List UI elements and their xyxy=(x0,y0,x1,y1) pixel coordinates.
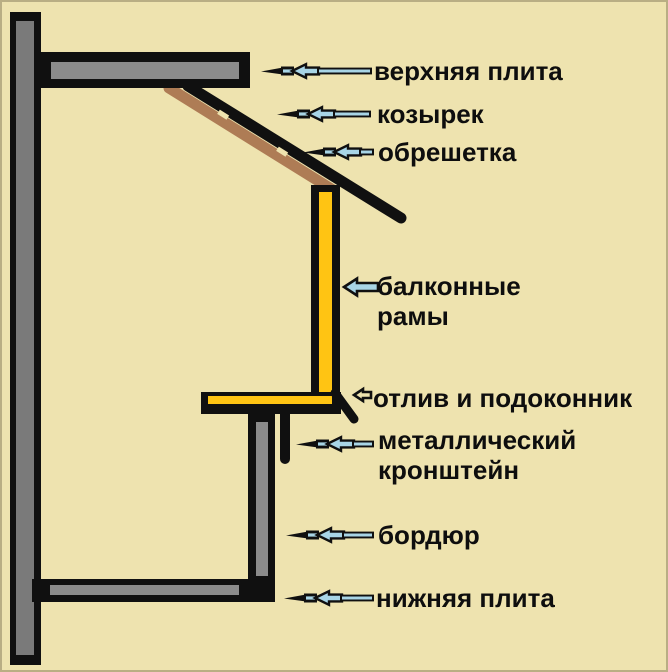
sill-shape xyxy=(201,388,359,424)
metal-bracket-arrow-icon xyxy=(296,435,374,453)
upper-plate-shape xyxy=(40,52,250,88)
lower-plate-arrow-icon xyxy=(284,589,374,607)
label-canopy: козырек xyxy=(377,99,484,129)
label-curb: бордюр xyxy=(378,520,480,550)
lathing-arrow-icon xyxy=(303,143,374,161)
label-balcony-frames: балконные рамы xyxy=(377,271,521,331)
curb-arrow-icon xyxy=(286,526,374,544)
canopy-line xyxy=(182,80,407,224)
balcony-frames-arrow-icon xyxy=(341,276,380,298)
sill-arrow-icon xyxy=(351,386,373,404)
label-lathing: обрешетка xyxy=(378,137,517,167)
wall-shape xyxy=(10,12,41,665)
label-lower-plate: нижняя плита xyxy=(376,583,555,613)
upper-plate-arrow-icon xyxy=(261,62,372,80)
label-metal-bracket: металлический кронштейн xyxy=(378,425,577,485)
lathing-strip xyxy=(163,82,339,196)
balcony-frame-bar xyxy=(311,185,340,397)
drip-edge-line xyxy=(330,388,359,424)
lower-plate-shape xyxy=(32,579,255,602)
curb-shape xyxy=(248,405,275,602)
label-upper-plate: верхняя плита xyxy=(374,56,563,86)
canopy-arrow-icon xyxy=(277,105,371,123)
label-sill: отлив и подоконник xyxy=(373,383,633,413)
